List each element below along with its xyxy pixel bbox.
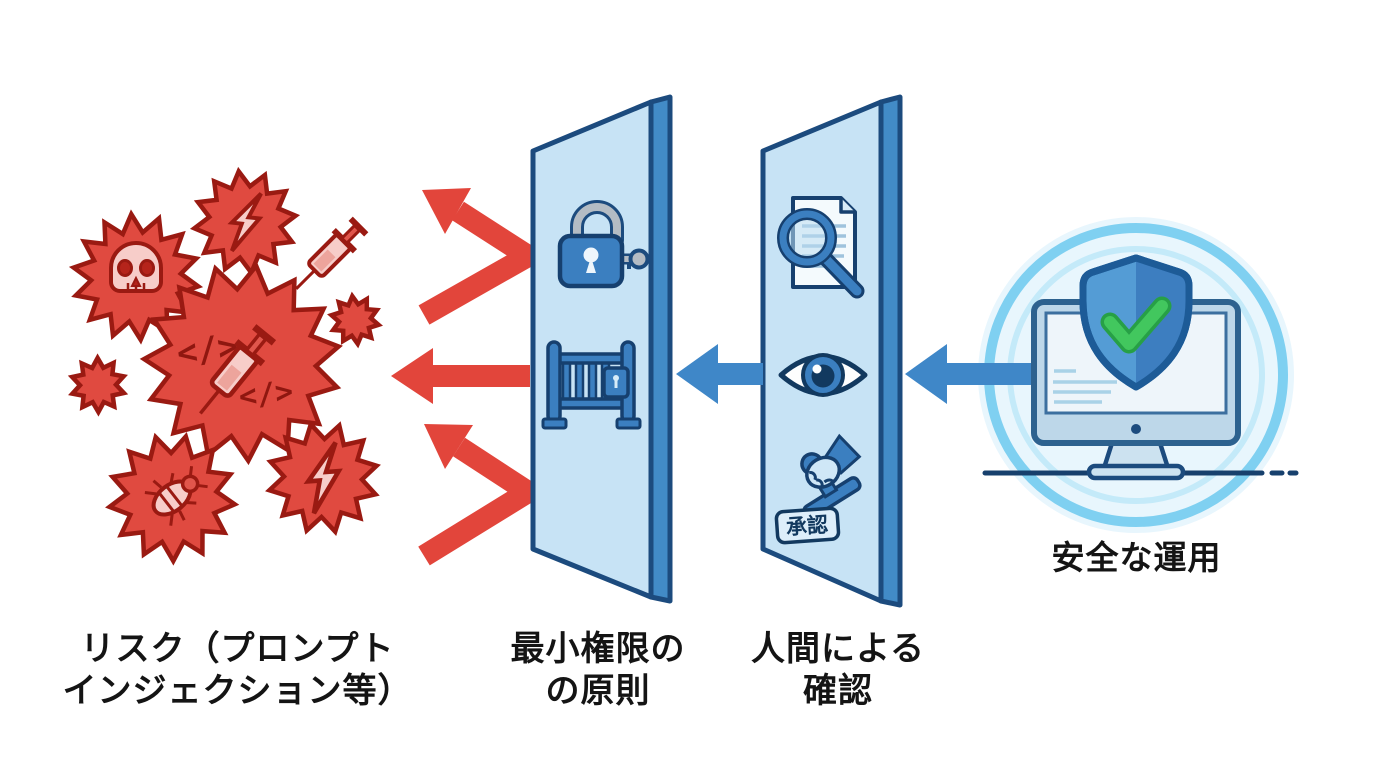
skull-icon <box>109 241 163 293</box>
deflected-risk-arrows <box>391 188 550 566</box>
least-privilege-label-line2: の原則 <box>545 672 651 710</box>
least-privilege-label: 最小権限の の原則 <box>468 628 728 712</box>
approval-stamp-icon <box>800 433 862 520</box>
risk-cluster: </> </> <box>67 166 383 566</box>
syringe-icon <box>199 324 277 415</box>
deflect-arrow-bottom <box>418 437 549 566</box>
shield-check-icon <box>1079 254 1193 391</box>
least-privilege-label-line1: 最小権限の <box>510 630 686 668</box>
flow-arrow-computer-to-wall2 <box>905 344 1036 404</box>
safe-operation-label: 安全な運用 <box>1051 539 1222 576</box>
wall-least-privilege <box>530 94 673 604</box>
flow-arrow-wall2-to-wall1 <box>676 344 763 404</box>
svg-text:承認: 承認 <box>785 513 829 540</box>
bug-icon <box>144 466 208 526</box>
lightning-icon <box>227 192 264 253</box>
blocked-arrow-middle-head <box>391 348 433 404</box>
wall-side-edge <box>878 94 903 608</box>
wall-side-edge <box>648 94 673 604</box>
starburst-small-right <box>327 291 383 349</box>
human-review-label: 人間による 確認 <box>708 628 968 712</box>
eye-icon <box>778 353 868 397</box>
deflect-arrow-bottom-head <box>424 424 473 469</box>
approval-stamp-label: 承認 <box>774 506 841 545</box>
risk-label-line2: インジェクション等） <box>62 672 413 710</box>
risk-label: リスク（プロンプト インジェクション等） <box>55 628 420 712</box>
code-injection-icon: </> <box>237 374 295 414</box>
gate-icon <box>541 340 642 430</box>
wall-human-review: 承認 <box>760 94 903 608</box>
risk-label-line1: リスク（プロンプト <box>80 630 395 668</box>
syringe-icon <box>295 216 369 290</box>
starburst-small-left <box>67 353 129 417</box>
lightning-icon <box>303 441 343 515</box>
human-review-label-line2: 確認 <box>803 672 873 710</box>
deflect-arrow-top-head <box>422 188 471 234</box>
padlock-key-icon <box>557 200 650 289</box>
human-review-label-line1: 人間による <box>751 630 925 668</box>
document-magnifier-icon <box>777 196 865 299</box>
deflect-arrow-top <box>418 201 550 325</box>
